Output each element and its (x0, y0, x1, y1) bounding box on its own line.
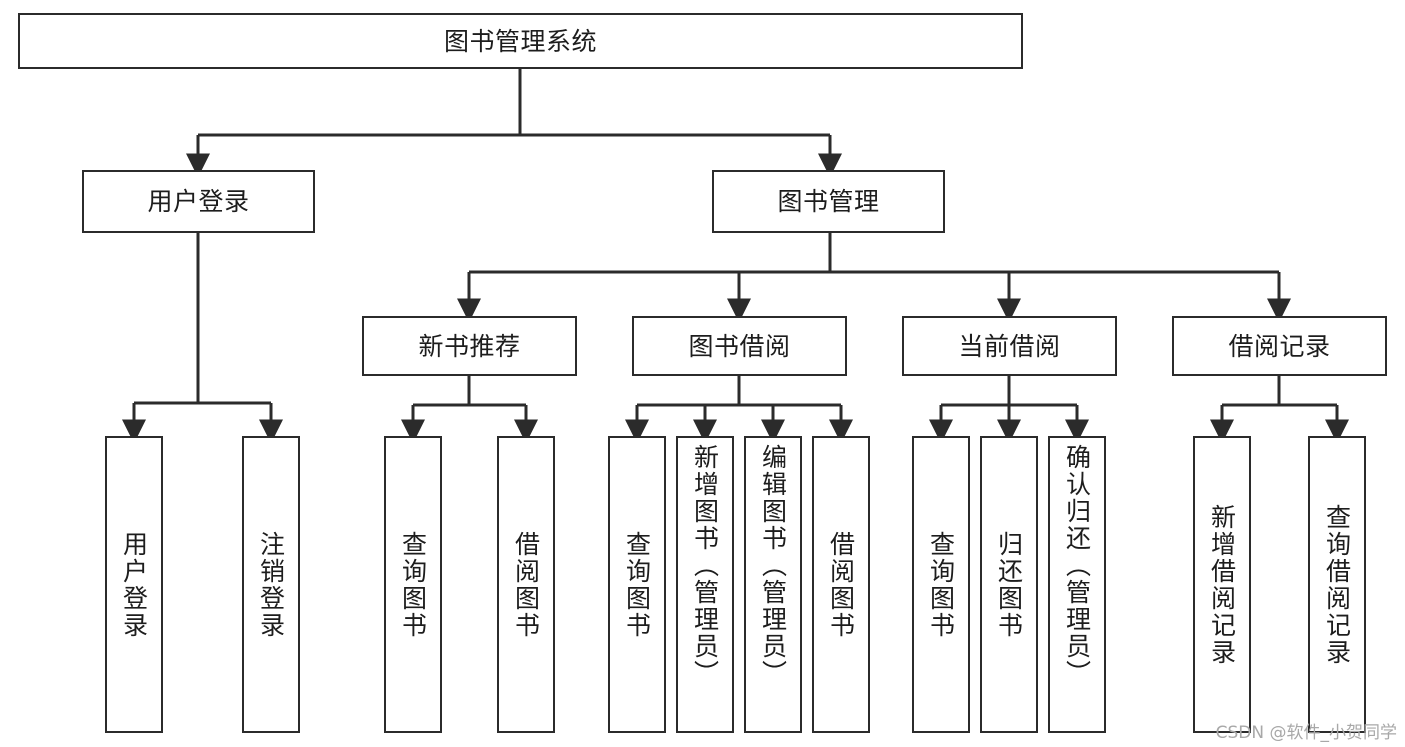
leaf-user-login[interactable]: 用户登录 (105, 436, 163, 733)
node-label: 新增借阅记录 (1207, 503, 1237, 666)
node-label: 新增图书（管理员） (690, 444, 720, 687)
node-label: 编辑图书（管理员） (758, 444, 788, 687)
node-label: 图书借阅 (688, 331, 791, 361)
node-label: 确认归还（管理员） (1062, 444, 1092, 687)
leaf-add-borrow-record[interactable]: 新增借阅记录 (1193, 436, 1251, 733)
node-label: 借阅记录 (1228, 331, 1331, 361)
leaf-add-book-admin[interactable]: 新增图书（管理员） (676, 436, 734, 733)
node-label: 借阅图书 (511, 530, 541, 639)
node-label: 查询图书 (926, 530, 956, 639)
leaf-query-book-new[interactable]: 查询图书 (384, 436, 442, 733)
node-label: 归还图书 (994, 530, 1024, 639)
node-label: 借阅图书 (826, 530, 856, 639)
node-new-book-recommend[interactable]: 新书推荐 (362, 316, 577, 376)
node-user-login[interactable]: 用户登录 (82, 170, 315, 233)
node-book-management[interactable]: 图书管理 (712, 170, 945, 233)
leaf-borrow-book-new[interactable]: 借阅图书 (497, 436, 555, 733)
node-label: 图书管理系统 (443, 26, 597, 56)
node-borrow-record[interactable]: 借阅记录 (1172, 316, 1387, 376)
node-label: 用户登录 (147, 187, 250, 216)
node-label: 图书管理 (777, 187, 880, 216)
node-label: 查询图书 (398, 530, 428, 639)
leaf-confirm-return-admin[interactable]: 确认归还（管理员） (1048, 436, 1106, 733)
node-current-borrow[interactable]: 当前借阅 (902, 316, 1117, 376)
leaf-return-book[interactable]: 归还图书 (980, 436, 1038, 733)
leaf-logout-login[interactable]: 注销登录 (242, 436, 300, 733)
node-label: 当前借阅 (958, 331, 1061, 361)
leaf-query-book-current[interactable]: 查询图书 (912, 436, 970, 733)
node-label: 注销登录 (256, 530, 286, 639)
node-label: 查询借阅记录 (1322, 503, 1352, 666)
leaf-edit-book-admin[interactable]: 编辑图书（管理员） (744, 436, 802, 733)
csdn-watermark: CSDN @软件_小贺同学 (1215, 723, 1397, 743)
node-book-borrow[interactable]: 图书借阅 (632, 316, 847, 376)
leaf-query-book-borrow[interactable]: 查询图书 (608, 436, 666, 733)
node-label: 查询图书 (622, 530, 652, 639)
leaf-query-borrow-record[interactable]: 查询借阅记录 (1308, 436, 1366, 733)
node-root-system[interactable]: 图书管理系统 (18, 13, 1023, 69)
node-label: 用户登录 (119, 530, 149, 639)
leaf-borrow-book[interactable]: 借阅图书 (812, 436, 870, 733)
node-label: 新书推荐 (418, 331, 521, 361)
